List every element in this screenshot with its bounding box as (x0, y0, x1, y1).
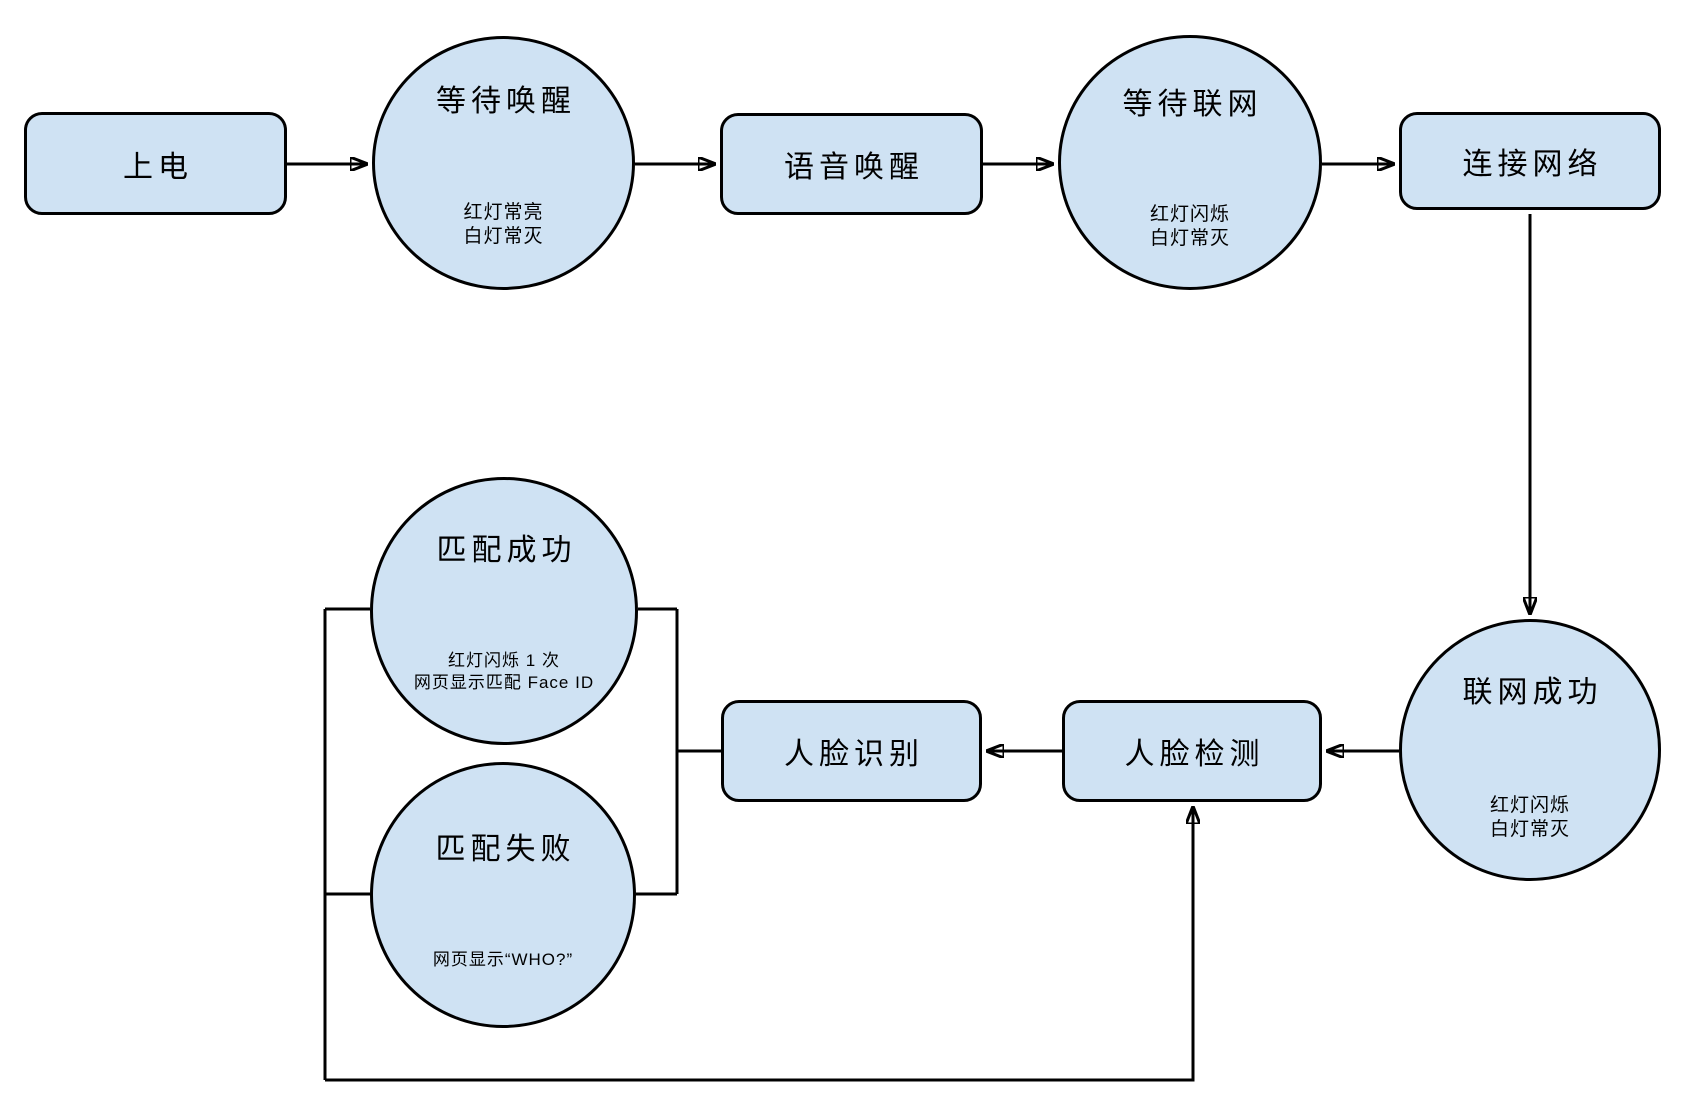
node-power-on: 上电 (24, 112, 287, 215)
node-label: 联网成功 (1462, 676, 1603, 709)
node-network-ok: 联网成功 红灯闪烁 白灯常灭 (1399, 619, 1661, 881)
node-wait-wake: 等待唤醒 红灯常亮 白灯常灭 (372, 36, 635, 290)
node-label: 连接网络 (1462, 148, 1603, 181)
node-match-success: 匹配成功 红灯闪烁 1 次 网页显示匹配 Face ID (370, 477, 638, 745)
node-label: 人脸识别 (784, 738, 924, 771)
node-label: 等待唤醒 (436, 85, 576, 118)
edge-loop-back-to-face-detect (325, 808, 1193, 1082)
node-wait-network: 等待联网 红灯闪烁 白灯常灭 (1058, 35, 1322, 290)
node-label: 匹配成功 (436, 534, 577, 567)
node-voice-wake: 语音唤醒 (720, 113, 983, 215)
node-subtext: 红灯闪烁 白灯常灭 (1149, 204, 1230, 249)
node-label: 语音唤醒 (784, 151, 924, 184)
node-label: 上电 (123, 150, 193, 184)
node-subtext: 红灯闪烁 白灯常灭 (1489, 795, 1570, 840)
node-face-detect: 人脸检测 (1062, 700, 1322, 802)
edge-face-recognize-branch (636, 607, 721, 896)
node-label: 人脸检测 (1124, 738, 1265, 771)
node-subtext: 红灯常亮 白灯常灭 (463, 202, 544, 247)
node-face-recognize: 人脸识别 (721, 700, 982, 802)
node-label: 匹配失败 (435, 833, 576, 866)
node-match-fail: 匹配失败 网页显示“WHO?” (370, 762, 636, 1028)
edge-match-left-collector (323, 607, 370, 1080)
node-subtext: 红灯闪烁 1 次 网页显示匹配 Face ID (413, 651, 595, 692)
node-subtext: 网页显示“WHO?” (432, 950, 574, 969)
node-connect-network: 连接网络 (1399, 112, 1661, 210)
node-label: 等待联网 (1122, 88, 1263, 121)
